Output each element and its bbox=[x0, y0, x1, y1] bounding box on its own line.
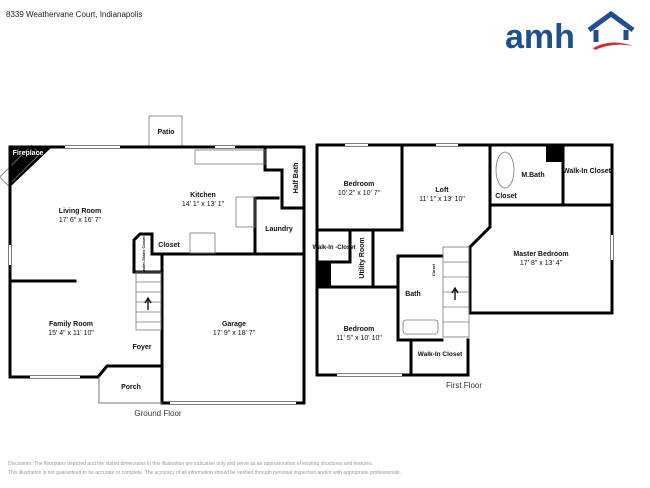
label-living-room: Living Room bbox=[59, 208, 101, 215]
hearth bbox=[0, 144, 41, 187]
kitchen-counter bbox=[194, 149, 266, 165]
label-porch: Porch bbox=[121, 384, 141, 391]
label-fireplace: Fireplace bbox=[13, 150, 44, 157]
dims-bedroom2: 11' 5" x 10' 10" bbox=[336, 335, 382, 342]
porch-outline bbox=[98, 376, 163, 404]
label-laundry: Laundry bbox=[265, 226, 293, 233]
first-stairs bbox=[442, 246, 470, 338]
dims-living-room: 17' 6" x 16' 7" bbox=[59, 217, 102, 224]
disclaimer-line1: Disclaimer: The floorplans depicted and … bbox=[8, 461, 374, 467]
label-bath-closet: Closet bbox=[431, 263, 436, 276]
disclaimer-line2: This illustration is not guaranteed to b… bbox=[8, 470, 401, 476]
dims-family-room: 15' 4" x 11' 10" bbox=[48, 330, 94, 337]
label-under-stairs: Under-Stairs Closet bbox=[141, 236, 146, 274]
ground-floor-title: Ground Floor bbox=[134, 409, 181, 418]
amh-logo: amh bbox=[505, 10, 635, 52]
label-foyer: Foyer bbox=[132, 344, 151, 351]
stair-arrow-icon bbox=[451, 286, 459, 300]
label-bath: Bath bbox=[405, 291, 421, 298]
disclaimer: Disclaimer: The floorplans depicted and … bbox=[8, 460, 401, 478]
property-address: 8339 Weathervane Court, Indianapolis bbox=[6, 10, 143, 19]
fridge bbox=[189, 232, 216, 254]
interior-walls-first bbox=[315, 143, 444, 377]
label-walkin1: Walk-In Closet bbox=[563, 168, 612, 175]
dims-master: 17' 8" x 13' 4" bbox=[520, 260, 563, 267]
ground-stairs bbox=[135, 271, 162, 331]
first-floor: Bedroom 10' 2" x 10' 7" Loft 11' 1" x 13… bbox=[312, 143, 614, 390]
dims-garage: 17' 9" x 18' 7" bbox=[213, 330, 256, 337]
dims-bedroom1: 10' 2" x 10' 7" bbox=[338, 190, 381, 197]
ground-floor: Patio Fireplace Living Room 17' 6" x 16'… bbox=[0, 115, 306, 418]
dims-kitchen: 14' 1" x 13' 1" bbox=[182, 201, 225, 208]
bathtub bbox=[402, 319, 439, 335]
label-half-bath: Half Bath bbox=[293, 163, 300, 194]
label-family-room: Family Room bbox=[49, 321, 93, 328]
label-bedroom1: Bedroom bbox=[344, 181, 375, 188]
label-patio: Patio bbox=[157, 129, 174, 136]
master-tub bbox=[495, 151, 515, 189]
first-floor-title: First Floor bbox=[446, 381, 482, 390]
label-walkin2: Walk-In -Closet bbox=[312, 245, 355, 251]
label-mbath: M.Bath bbox=[521, 172, 544, 179]
label-loft: Loft bbox=[435, 187, 449, 194]
label-walkin3: Walk-In Closet bbox=[418, 351, 463, 358]
label-kitchen: Kitchen bbox=[190, 192, 216, 199]
label-garage: Garage bbox=[222, 321, 246, 328]
svg-text:amh: amh bbox=[505, 18, 575, 52]
stove bbox=[235, 196, 256, 228]
label-closet: Closet bbox=[158, 242, 180, 249]
exterior-walls bbox=[8, 145, 306, 405]
floor-plan: Patio Fireplace Living Room 17' 6" x 16'… bbox=[0, 115, 614, 418]
stair-arrow-icon bbox=[144, 296, 152, 310]
dims-loft: 11' 1" x 13' 10" bbox=[419, 196, 465, 203]
label-bedroom2: Bedroom bbox=[344, 326, 375, 333]
interior-walls bbox=[8, 145, 306, 283]
label-utility: Utility Room bbox=[359, 237, 366, 278]
label-master: Master Bedroom bbox=[513, 251, 568, 258]
fireplace bbox=[10, 147, 52, 187]
label-mcloset: Closet bbox=[495, 193, 517, 200]
